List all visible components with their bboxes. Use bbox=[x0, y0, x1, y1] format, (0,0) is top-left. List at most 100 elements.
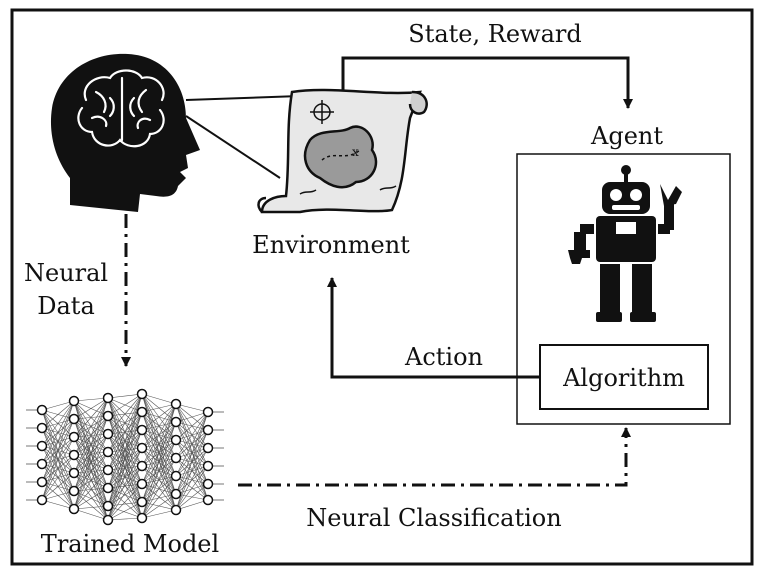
network-node bbox=[202, 460, 214, 472]
network-node bbox=[136, 442, 148, 454]
human-head-brain-icon bbox=[50, 53, 201, 212]
network-edge bbox=[107, 393, 143, 453]
action-label: Action bbox=[405, 343, 483, 371]
network-node bbox=[68, 413, 80, 425]
network-node bbox=[136, 388, 148, 400]
algorithm-label: Algorithm bbox=[563, 364, 685, 392]
network-edge bbox=[41, 400, 75, 447]
network-node bbox=[202, 494, 214, 506]
network-edge bbox=[141, 493, 177, 503]
network-edge bbox=[141, 509, 177, 519]
network-edge bbox=[41, 400, 75, 429]
network-node bbox=[102, 428, 114, 440]
network-edge bbox=[41, 499, 75, 510]
network-edge bbox=[41, 400, 75, 411]
network-edge bbox=[141, 393, 177, 405]
network-edge bbox=[175, 411, 209, 441]
network-edge bbox=[41, 400, 75, 465]
network-edge bbox=[175, 447, 209, 495]
network-edge bbox=[73, 397, 109, 510]
trained-model-label: Trained Model bbox=[40, 530, 220, 558]
network-edge bbox=[141, 439, 177, 503]
network-node bbox=[136, 460, 148, 472]
network-edge bbox=[175, 411, 209, 459]
network-node bbox=[68, 467, 80, 479]
network-edge bbox=[107, 393, 143, 489]
network-edge bbox=[107, 415, 143, 519]
network-edge bbox=[41, 418, 75, 501]
network-node bbox=[102, 514, 114, 526]
network-edge bbox=[175, 483, 209, 495]
network-edge bbox=[175, 403, 209, 501]
network-edge bbox=[73, 508, 109, 521]
state-reward-arrow bbox=[341, 56, 633, 109]
network-edge bbox=[73, 472, 109, 521]
neural-classification-label: Neural Classification bbox=[306, 504, 562, 532]
head-to-map-line-top bbox=[185, 95, 301, 101]
network-edge bbox=[73, 397, 109, 402]
network-edge bbox=[73, 433, 109, 510]
network-edge bbox=[41, 454, 75, 501]
neural-data-label-line2: Data bbox=[37, 292, 95, 320]
network-edge bbox=[107, 393, 143, 507]
network-edge bbox=[175, 447, 209, 511]
network-node bbox=[68, 395, 80, 407]
network-node bbox=[36, 458, 48, 470]
network-edge bbox=[73, 397, 109, 420]
robot-icon bbox=[568, 165, 682, 322]
network-node bbox=[202, 478, 214, 490]
network-node bbox=[170, 470, 182, 482]
network-edge bbox=[107, 411, 143, 507]
network-edge bbox=[41, 436, 75, 501]
network-edge bbox=[73, 415, 109, 510]
network-node bbox=[102, 482, 114, 494]
network-edge bbox=[73, 436, 109, 521]
network-node bbox=[68, 431, 80, 443]
network-edge bbox=[107, 483, 143, 521]
network-edge bbox=[73, 397, 109, 492]
network-node bbox=[202, 424, 214, 436]
network-edge bbox=[175, 411, 209, 477]
network-node bbox=[202, 442, 214, 454]
neural-data-label-line1: Neural bbox=[23, 259, 109, 287]
network-edge bbox=[141, 403, 177, 485]
network-edge bbox=[107, 447, 143, 521]
network-edge bbox=[73, 454, 109, 521]
network-edge bbox=[107, 393, 143, 471]
network-edge bbox=[175, 465, 209, 511]
network-edge bbox=[107, 393, 143, 417]
network-edge bbox=[175, 429, 209, 511]
network-edge bbox=[107, 447, 143, 507]
network-node bbox=[170, 398, 182, 410]
network-edge bbox=[107, 393, 143, 521]
network-edge bbox=[175, 403, 209, 413]
network-node bbox=[170, 434, 182, 446]
network-edge bbox=[73, 505, 109, 510]
network-edge bbox=[175, 465, 209, 495]
network-node bbox=[36, 494, 48, 506]
network-node bbox=[136, 424, 148, 436]
network-edge bbox=[73, 397, 109, 474]
network-node bbox=[102, 464, 114, 476]
network-edge bbox=[175, 499, 209, 511]
neural-classification-arrow bbox=[238, 427, 631, 487]
network-edge bbox=[107, 517, 143, 521]
network-node bbox=[36, 440, 48, 452]
network-edge bbox=[107, 465, 143, 521]
network-edge bbox=[107, 393, 143, 399]
network-edge bbox=[107, 411, 143, 521]
network-edge bbox=[73, 451, 109, 510]
network-node bbox=[102, 392, 114, 404]
network-node bbox=[36, 422, 48, 434]
network-edge bbox=[141, 403, 177, 503]
network-edge bbox=[73, 397, 109, 438]
network-edge bbox=[73, 397, 109, 456]
network-edge bbox=[141, 403, 177, 519]
network-edge bbox=[107, 393, 143, 435]
environment-label: Environment bbox=[252, 231, 410, 259]
network-node bbox=[136, 512, 148, 524]
network-edge bbox=[175, 411, 209, 423]
network-edge bbox=[141, 403, 177, 413]
